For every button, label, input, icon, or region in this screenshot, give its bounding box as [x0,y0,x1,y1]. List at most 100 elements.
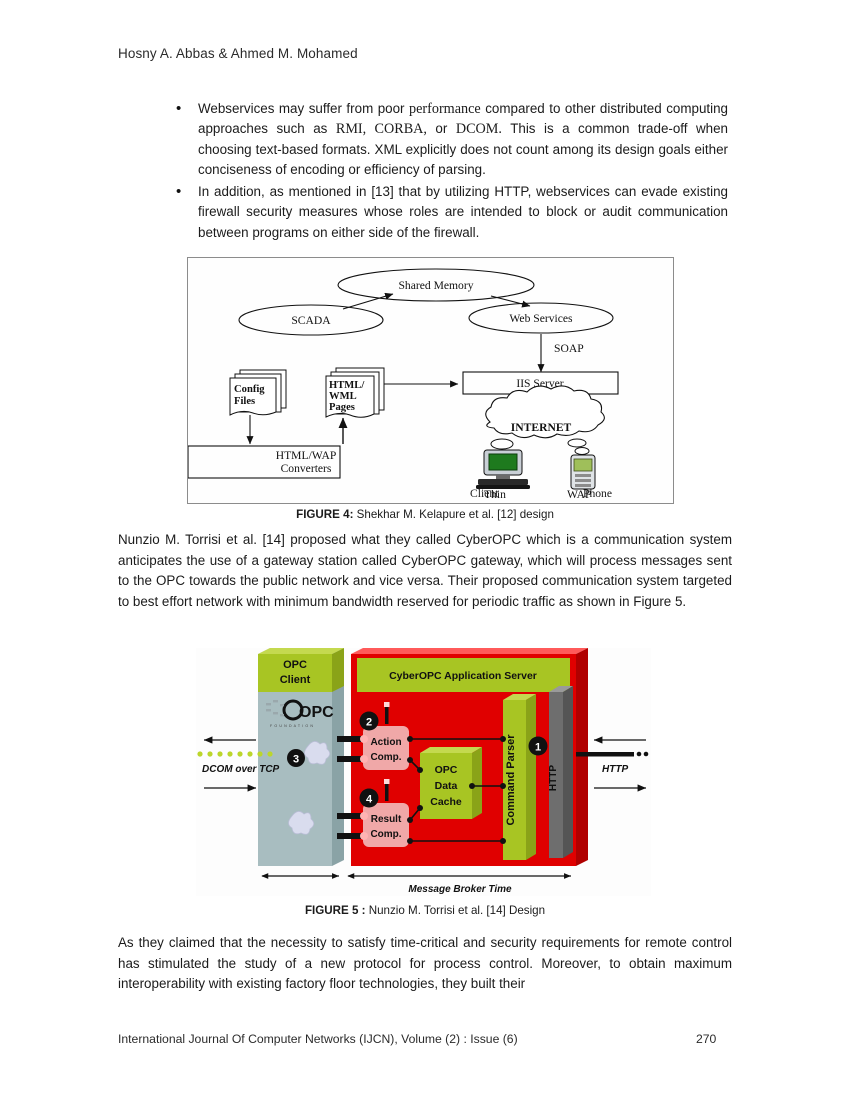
edge-shared-memory-to-web-services [490,295,531,308]
edge-label-soap: SOAP [554,342,584,355]
marker-4-badge [359,788,379,808]
marker-4-label: 4 [366,794,373,806]
opc-client-label-line2: Client [280,674,311,686]
paragraph-claimed: As they claimed that the necessity to sa… [118,935,732,991]
figure-5-diagram: OPC Client OPC F O U N D A T I O N [197,648,649,895]
command-parser-label: Command Parser [505,734,517,826]
node-scada-label: SCADA [291,314,331,327]
marker-3-label: 3 [293,754,299,766]
bullet-marker: • [176,183,182,201]
figure-4-diagram: Shared Memory SCADA Web Services SOAP II… [188,268,619,501]
http-block [549,686,573,858]
result-comp-label-line1: Result [371,814,402,825]
thin-client-icon [476,449,530,489]
figure-4-caption: FIGURE 4: Shekhar M. Kelapure et al. [12… [0,508,850,521]
action-comp-label-line2: Comp. [370,752,401,763]
node-html-wml-pages-shape [325,367,385,418]
opc-data-cache-block [420,747,482,819]
figure-5-caption: FIGURE 5 : Nunzio M. Torrisi et al. [14]… [0,904,850,917]
node-shared-memory-shape [337,268,535,302]
list-item: • In addition, as mentioned in [13] that… [176,182,728,243]
node-web-services-label: Web Services [509,312,573,325]
result-comp-tip [384,779,390,784]
bullet-seg-emph: DCOM. [455,121,502,138]
action-comp-label-line1: Action [370,737,401,748]
boundary-connector-pads [360,735,368,840]
bullet-seg: This is a common trade-off when choosing… [198,121,728,177]
wap-phone-label-line1: WAP [567,488,591,501]
node-html-wml-line1: HTML/ [329,380,365,391]
marker-1-badge [528,736,548,756]
node-converters-line2: Converters [281,462,332,475]
result-comp-label-line2: Comp. [370,829,401,840]
cyberopc-server-label: CyberOPC Application Server [389,670,537,682]
node-internet-shape [485,385,605,439]
node-web-services-shape [468,302,614,334]
action-comp-tip [384,702,390,707]
list-item: • Webservices may suffer from poor perfo… [176,99,728,180]
cloud-tail-left [490,438,514,450]
puzzle-glyph-upper-icon [304,741,331,765]
wap-phone-label-line2: Phone [583,487,612,500]
node-config-files-line1: Config [234,384,265,395]
footer-journal: International Journal Of Computer Networ… [118,1032,518,1046]
bullet-seg: compared to other distributed computing … [198,101,728,137]
running-head: Hosny A. Abbas & Ahmed M. Mohamed [118,46,358,61]
http-link-label: HTTP [602,764,628,775]
result-comp-block [363,803,409,847]
bullet-marker: • [176,100,182,117]
marker-1-label: 1 [535,742,541,754]
bullet-list: • Webservices may suffer from poor perfo… [176,99,728,245]
node-html-wml-line3: Pages [329,402,355,413]
bullet-seg-emph: RMI, CORBA, [335,121,427,138]
node-iis-server-label: IIS Server [516,377,563,390]
paragraph-torrisi: Nunzio M. Torrisi et al. [14] proposed w… [118,532,732,609]
wiring-junctions [407,736,506,844]
figure-5-caption-text: Nunzio M. Torrisi et al. [14] Design [365,904,546,917]
figure-4-caption-label: FIGURE 4: [296,508,354,521]
cloud-tail-right-2 [574,447,590,455]
node-converters-line1: HTML/WAP [276,449,337,462]
footer-page-number: 270 [696,1032,717,1046]
wap-phone-icon [570,454,596,490]
bullet-seg-emph: performance [409,101,481,117]
bullet-seg: Webservices may suffer from poor [198,101,410,116]
node-converters-shape [188,445,341,479]
opc-data-cache-line3: Cache [430,796,462,808]
puzzle-glyph-lower-icon [288,811,315,835]
opc-logo-text: OPC [299,704,334,721]
message-broker-time-label: Message Broker Time [408,884,512,895]
node-internet-label: INTERNET [511,421,572,434]
thin-client-label-line1: Thin [484,488,506,501]
thin-client-label-line2: Client [470,487,499,500]
action-comp-block [363,726,409,770]
figure-4-frame: Shared Memory SCADA Web Services SOAP II… [187,257,674,504]
figure-5-frame: OPC Client OPC F O U N D A T I O N [196,648,651,896]
marker-2-badge [359,711,379,731]
cloud-tail-right [567,438,587,448]
bullet-text: Webservices may suffer from poor perform… [198,99,728,180]
marker-3-badge [287,749,305,767]
node-scada-shape [238,304,384,336]
command-parser-block [503,694,536,860]
opc-data-cache-line1: OPC [435,764,458,776]
action-comp-stem [385,706,389,724]
dcom-over-tcp-label: DCOM over TCP [202,764,280,775]
http-link [576,736,649,792]
figure-4-caption-text: Shekhar M. Kelapure et al. [12] design [353,508,554,521]
marker-2-label: 2 [366,717,372,729]
opc-foundation-logo-icon [266,699,304,721]
node-config-files-line2: Files [234,396,255,407]
bullet-seg: or [426,121,456,137]
opc-data-cache-line2: Data [435,780,458,792]
node-shared-memory-label: Shared Memory [398,279,473,292]
opc-logo-subtext: F O U N D A T I O N [270,724,314,728]
node-config-files-shape [229,369,287,416]
figure-5-caption-label: FIGURE 5 : [304,904,366,917]
result-comp-stem [385,783,389,801]
boundary-connector-stubs [337,736,363,839]
opc-client-label-line1: OPC [283,659,307,671]
http-block-label: HTTP [548,765,559,791]
edge-scada-to-shared-memory [342,292,394,310]
